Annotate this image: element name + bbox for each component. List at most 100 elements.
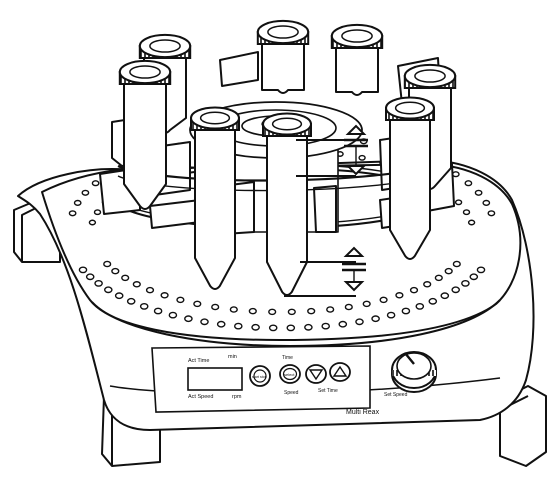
select-label: select <box>284 372 295 377</box>
speed-knob[interactable] <box>391 351 437 393</box>
deck-hole <box>93 209 102 216</box>
rpm-unit-label: rpm <box>232 394 242 400</box>
deck-hole <box>145 286 155 294</box>
deck-hole <box>386 311 396 319</box>
start-stop-button[interactable]: start stop <box>249 365 271 387</box>
speed-label: Speed <box>284 390 299 396</box>
time-label: Time <box>282 355 293 361</box>
min-unit-label: min <box>228 354 237 360</box>
sample-tube <box>330 23 384 96</box>
fill-level-marker-icon <box>342 246 366 292</box>
deck-hole <box>193 300 202 308</box>
deck-hole <box>104 286 113 294</box>
deck-hole <box>321 322 331 330</box>
deck-hole <box>81 189 90 196</box>
deck-hole <box>428 297 438 305</box>
deck-hole <box>168 311 178 319</box>
deck-hole <box>487 210 496 217</box>
deck-hole <box>153 307 163 315</box>
deck-hole <box>444 267 453 275</box>
deck-hole <box>344 303 353 311</box>
deck-hole <box>409 286 419 294</box>
deck-hole <box>139 302 149 310</box>
deck-hole <box>176 296 185 304</box>
deck-hole <box>326 306 335 313</box>
deck-hole <box>358 154 366 161</box>
deck-hole <box>160 292 169 299</box>
deck-hole <box>229 306 238 313</box>
deck-hole <box>126 297 136 305</box>
up-button[interactable] <box>329 362 351 382</box>
deck-hole <box>395 292 404 299</box>
down-button[interactable] <box>305 364 327 384</box>
deck-hole <box>184 315 193 323</box>
deck-hole <box>114 292 124 300</box>
deck-hole <box>94 279 103 287</box>
sample-tube <box>256 19 310 94</box>
knob-indicator <box>404 352 415 365</box>
deck-hole <box>440 292 450 300</box>
tube-cap <box>262 112 312 137</box>
tube-cap <box>385 96 435 121</box>
deck-hole <box>379 296 388 304</box>
deck-hole <box>462 209 471 216</box>
deck-hole <box>287 308 296 316</box>
deck-hole <box>362 300 371 308</box>
deck-hole <box>248 307 257 315</box>
time-speed-display <box>187 367 243 391</box>
sample-tube <box>190 106 240 290</box>
deck-hole <box>200 318 209 326</box>
control-panel: Act Time min Act Speed rpm start stop se… <box>151 345 437 416</box>
deck-hole <box>211 303 220 311</box>
deck-hole <box>482 199 491 207</box>
deck-hole <box>88 219 97 226</box>
fill-level-marker-icon <box>344 124 368 176</box>
sample-tube <box>118 59 172 210</box>
deck-hole <box>111 267 120 275</box>
tube-cap <box>190 106 240 131</box>
deck-hole <box>85 273 95 281</box>
deck-hole <box>476 266 486 274</box>
deck-hole <box>461 279 470 287</box>
tube-cap <box>330 23 384 49</box>
deck-hole <box>268 308 277 316</box>
deck-hole <box>286 324 296 332</box>
deck-hole <box>304 323 313 331</box>
triangle-up-icon <box>332 365 348 377</box>
set-speed-label: Set Speed <box>384 392 408 398</box>
deck-hole <box>103 260 112 268</box>
brand-label: Multi Reax <box>346 409 380 416</box>
select-button[interactable]: select <box>279 364 301 384</box>
deck-hole <box>467 219 476 226</box>
fill-level-indicators <box>284 124 368 297</box>
deck-hole <box>78 266 88 274</box>
act-time-label: Act Time <box>188 358 209 364</box>
set-time-label: Set Time <box>318 388 338 394</box>
deck-hole <box>132 281 141 288</box>
deck-hole <box>268 324 278 332</box>
deck-hole <box>474 189 483 196</box>
sample-tube <box>385 96 435 260</box>
deck-hole <box>355 318 364 326</box>
deck-hole <box>371 315 380 323</box>
deck-hole <box>251 323 260 331</box>
deck-hole <box>464 180 473 187</box>
deck-hole <box>415 302 425 310</box>
triangle-down-icon <box>308 369 324 381</box>
deck-hole <box>121 274 130 282</box>
tube-cap <box>118 59 172 85</box>
act-speed-label: Act Speed <box>188 394 213 400</box>
deck-hole <box>338 320 348 328</box>
deck-hole <box>216 320 226 328</box>
deck-hole <box>452 260 461 268</box>
deck-hole <box>401 307 411 315</box>
deck-hole <box>73 199 82 207</box>
deck-hole <box>423 281 432 288</box>
deck-hole <box>451 286 461 294</box>
deck-hole <box>91 180 100 187</box>
tube-cap <box>403 63 457 89</box>
deck-hole <box>68 210 77 217</box>
deck-hole <box>307 307 316 315</box>
